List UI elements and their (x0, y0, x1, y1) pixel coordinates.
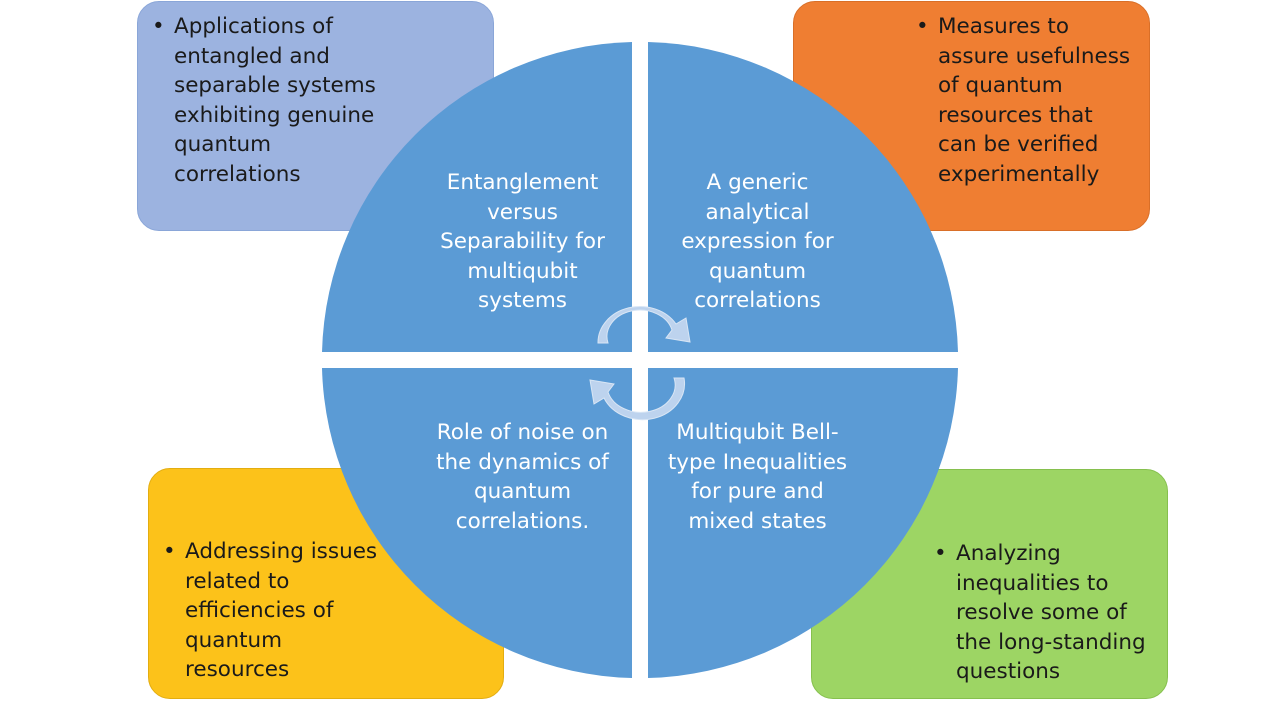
quadrant-top-right (648, 42, 958, 352)
bullet-list: • Analyzing inequalities to resolve some … (932, 539, 1280, 687)
quadrant-bottom-right (648, 368, 958, 678)
bullet-list: • Addressing issues related to efficienci… (149, 537, 503, 685)
box-top-left-text: Applications of entangled and separable … (174, 14, 376, 187)
cycle-arrow-top-icon (597, 306, 691, 344)
quadrant-bottom-left (322, 368, 632, 678)
quadrant-bottom-left-text: Role of noise on the dynamics of quantum… (436, 420, 609, 534)
box-bottom-right-text: Analyzing inequalities to resolve some o… (956, 541, 1146, 684)
list-item: • Applications of entangled and separable… (152, 12, 384, 189)
cycle-arrow-bottom-icon (589, 377, 685, 421)
list-item: • Measures to assure usefulness of quantu… (916, 12, 1138, 189)
box-top-left: • Applications of entangled and separable… (137, 1, 494, 231)
quadrant-top-left (322, 42, 632, 352)
box-bottom-left-text: Addressing issues related to efficiencie… (185, 539, 378, 682)
bullet-icon: • (934, 541, 947, 566)
list-item: • Analyzing inequalities to resolve some … (934, 539, 1156, 687)
bullet-icon: • (916, 14, 929, 39)
bullet-icon: • (152, 14, 165, 39)
quadrant-top-left-text: Entanglement versus Separability for mul… (440, 170, 605, 313)
bullet-icon: • (163, 539, 176, 564)
box-top-right-text: Measures to assure usefulness of quantum… (938, 14, 1131, 187)
quadrant-top-right-text: A generic analytical expression for quan… (681, 170, 834, 313)
list-item: • Addressing issues related to efficienci… (163, 537, 385, 685)
bullet-list: • Measures to assure usefulness of quantu… (914, 12, 1158, 189)
quadrant-bottom-right-text: Multiqubit Bell-type Inequalities for pu… (667, 420, 848, 534)
bullet-list: • Applications of entangled and separable… (138, 12, 493, 189)
